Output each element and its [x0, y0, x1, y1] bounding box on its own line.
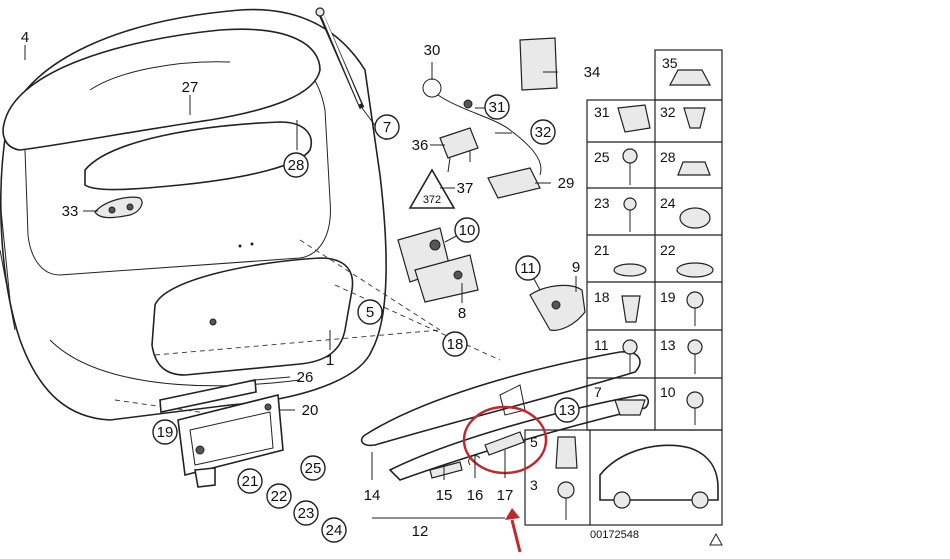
grid-label-23: 23	[594, 195, 610, 211]
callout-22: 22	[271, 488, 288, 505]
callout-23: 23	[298, 505, 315, 522]
car-location-icon	[599, 444, 719, 509]
callout-labels: 4 27 33 30 34 31 32 7 28 36 29 37 10 8 1…	[21, 29, 601, 540]
callout-33: 33	[62, 203, 79, 220]
callout-21: 21	[242, 473, 259, 490]
grid-label-3: 3	[530, 477, 538, 493]
callout-32: 32	[535, 124, 552, 141]
grid-label-7: 7	[594, 384, 602, 400]
callout-30: 30	[424, 42, 441, 59]
grid-label-31: 31	[594, 104, 610, 120]
tailgate-panel	[0, 8, 387, 421]
callout-5: 5	[366, 304, 374, 321]
callout-10: 10	[459, 222, 476, 239]
hardware-grid	[524, 49, 723, 526]
grid-label-25: 25	[594, 149, 610, 165]
callout-34: 34	[584, 64, 601, 81]
grid-label-24: 24	[660, 195, 676, 211]
callout-19: 19	[157, 424, 174, 441]
callout-26: 26	[297, 369, 314, 386]
bracket-part-9	[529, 284, 586, 331]
callout-25: 25	[305, 460, 322, 477]
callout-28: 28	[288, 157, 305, 174]
callout-17: 17	[497, 487, 514, 504]
grid-label-22: 22	[660, 242, 676, 258]
grid-labels: 35 31 32 25 28 23 24 21 22 18 19 11 13 7…	[530, 55, 678, 493]
callout-37: 37	[457, 180, 474, 197]
license-plate-holder	[159, 379, 284, 488]
grid-label-11: 11	[594, 337, 609, 353]
gas-strut	[315, 7, 365, 110]
callout-12: 12	[412, 523, 429, 540]
callout-9: 9	[572, 259, 580, 276]
callout-1: 1	[326, 352, 334, 369]
grid-label-28: 28	[660, 149, 676, 165]
callout-18: 18	[447, 336, 464, 353]
warning-label-text: 372	[423, 194, 441, 206]
warning-symbol-icon	[709, 532, 723, 546]
callout-14: 14	[364, 487, 381, 504]
callout-4: 4	[21, 29, 29, 46]
callout-15: 15	[436, 487, 453, 504]
callout-13: 13	[559, 402, 576, 419]
callout-11: 11	[520, 260, 536, 277]
release-cable	[422, 78, 542, 199]
callout-31: 31	[489, 99, 506, 116]
grid-label-10: 10	[660, 384, 676, 400]
diagram-code: 00172548	[590, 529, 639, 541]
grid-label-35: 35	[662, 55, 678, 71]
grid-label-13: 13	[660, 337, 676, 353]
bracket-part-36	[439, 127, 479, 173]
callout-circles	[152, 94, 580, 543]
cover-part-34	[519, 37, 558, 91]
callout-24: 24	[326, 522, 343, 539]
callout-36: 36	[412, 137, 429, 154]
callout-29: 29	[558, 175, 575, 192]
hardware-parts	[555, 69, 714, 520]
grid-label-18: 18	[594, 289, 610, 305]
grid-label-32: 32	[660, 104, 676, 120]
callout-20: 20	[302, 402, 319, 419]
grid-label-19: 19	[660, 289, 676, 305]
callout-27: 27	[182, 79, 199, 96]
warning-triangle-label: 372	[408, 168, 456, 209]
callout-8: 8	[458, 305, 466, 322]
grid-label-21: 21	[594, 242, 610, 258]
trim-strip	[360, 351, 650, 481]
callout-7: 7	[383, 119, 391, 136]
callout-16: 16	[467, 487, 484, 504]
grid-label-5: 5	[530, 434, 538, 450]
